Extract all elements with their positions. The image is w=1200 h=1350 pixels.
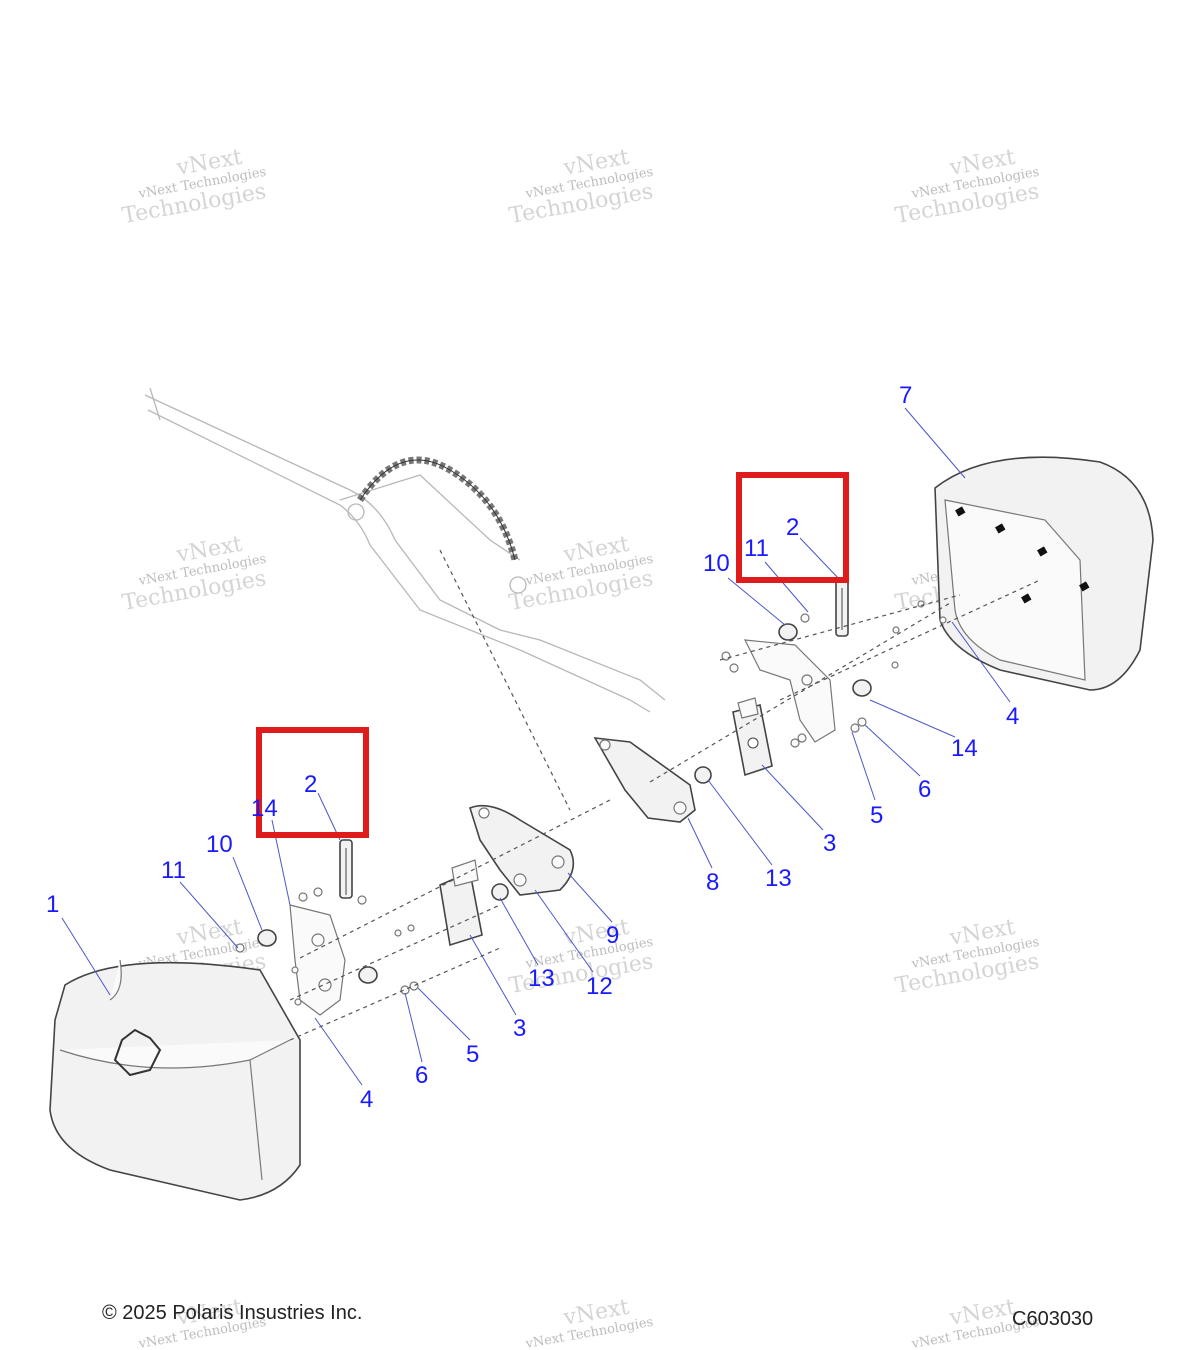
callout-12[interactable]: 12 bbox=[586, 973, 613, 1000]
callout-10-right[interactable]: 10 bbox=[703, 550, 730, 577]
watermark: vNext vNext Technologies Technologies bbox=[120, 532, 268, 616]
callout-6-right[interactable]: 6 bbox=[918, 776, 931, 803]
watermark: vNext vNext Technologies Technologies bbox=[507, 915, 655, 999]
callout-10-left[interactable]: 10 bbox=[206, 831, 233, 858]
callout-9[interactable]: 9 bbox=[606, 922, 619, 949]
highlight-box-right bbox=[736, 472, 849, 583]
callout-11-left[interactable]: 11 bbox=[161, 857, 186, 884]
callout-4-left[interactable]: 4 bbox=[360, 1086, 373, 1113]
drawing-code: C603030 bbox=[1012, 1308, 1094, 1330]
left-assembly bbox=[49, 799, 611, 1201]
mount-slot bbox=[995, 523, 1006, 534]
callout-5-left[interactable]: 5 bbox=[466, 1041, 479, 1068]
callout-6-left[interactable]: 6 bbox=[415, 1062, 428, 1089]
callout-13-right[interactable]: 13 bbox=[765, 865, 792, 892]
assembly-line bbox=[719, 594, 961, 661]
watermark: vNext vNext Technologies Technologies bbox=[893, 915, 1041, 999]
watermark: vNext vNext Technologies bbox=[524, 1295, 655, 1350]
callout-3-left[interactable]: 3 bbox=[513, 1015, 526, 1042]
assembly-line bbox=[289, 904, 501, 1001]
saddlebag-right bbox=[934, 456, 1154, 691]
support-bracket-rear bbox=[593, 737, 696, 823]
leader-lines bbox=[61, 407, 1011, 1086]
mount-slot bbox=[1021, 593, 1032, 604]
callout-7[interactable]: 7 bbox=[899, 382, 912, 409]
callout-labels: 1 2 2 3 3 4 4 5 5 6 6 7 8 9 10 10 11 11 … bbox=[46, 382, 1019, 1113]
watermark-layer: vNext vNext Technologies Technologies vN… bbox=[120, 145, 1041, 1350]
callout-3-right[interactable]: 3 bbox=[823, 830, 836, 857]
assembly-line bbox=[649, 602, 951, 783]
ghost-vehicle-frame bbox=[144, 387, 666, 811]
mount-slot bbox=[1079, 581, 1090, 592]
bushing-left bbox=[257, 929, 378, 984]
watermark: vNext vNext Technologies Technologies bbox=[893, 145, 1041, 229]
callout-1[interactable]: 1 bbox=[46, 891, 59, 918]
callout-13-left[interactable]: 13 bbox=[528, 965, 555, 992]
grab-rail bbox=[357, 456, 519, 561]
callout-11-right[interactable]: 11 bbox=[744, 535, 769, 562]
grommet-right bbox=[694, 766, 712, 784]
latch-right bbox=[732, 697, 773, 777]
hardware-left bbox=[235, 887, 419, 1006]
highlight-box-left bbox=[256, 727, 369, 838]
watermark: vNext vNext Technologies Technologies bbox=[507, 145, 655, 229]
latch-left bbox=[439, 859, 483, 947]
bushing-right bbox=[778, 623, 798, 641]
mount-plate-right bbox=[743, 639, 836, 743]
callout-5-right[interactable]: 5 bbox=[870, 802, 883, 829]
saddlebag-left bbox=[49, 959, 301, 1201]
callout-8[interactable]: 8 bbox=[706, 869, 719, 896]
right-assembly bbox=[649, 456, 1154, 783]
callout-2-right[interactable]: 2 bbox=[786, 514, 799, 541]
bushing-right-lower bbox=[852, 679, 872, 697]
assembly-line bbox=[289, 947, 501, 1041]
callout-4-right[interactable]: 4 bbox=[1006, 703, 1019, 730]
watermark: vNext vNext Technologies Technologies bbox=[507, 532, 655, 616]
mount-slot bbox=[955, 506, 966, 517]
callout-14-right[interactable]: 14 bbox=[951, 735, 978, 762]
hardware-right bbox=[721, 600, 947, 748]
support-bracket-center bbox=[469, 804, 575, 896]
watermark: vNext vNext Technologies Technologies bbox=[120, 145, 268, 229]
mount-slot bbox=[1037, 546, 1048, 557]
latch-pin-left bbox=[339, 839, 353, 899]
assembly-line bbox=[299, 799, 611, 959]
copyright-text: © 2025 Polaris Insustries Inc. bbox=[102, 1302, 363, 1324]
polaris-logo-icon bbox=[113, 1028, 162, 1077]
grommet-left bbox=[491, 883, 509, 901]
callout-2-left[interactable]: 2 bbox=[304, 771, 317, 798]
latch-pin-right bbox=[835, 579, 849, 637]
callout-14-left[interactable]: 14 bbox=[251, 795, 278, 822]
